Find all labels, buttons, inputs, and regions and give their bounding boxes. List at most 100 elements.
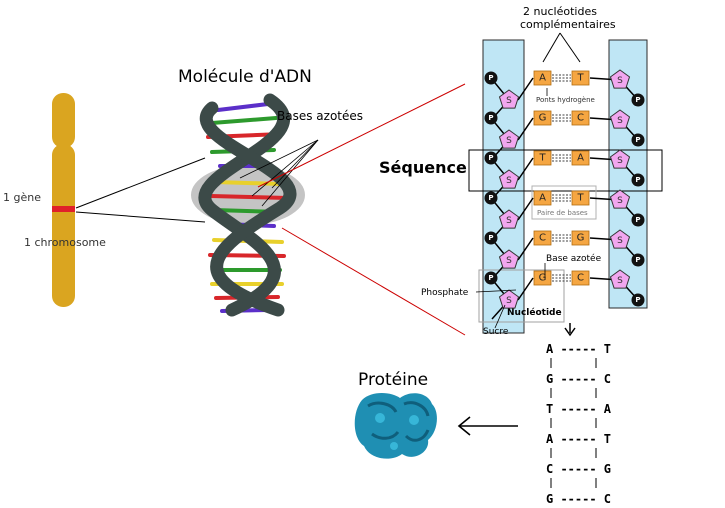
complementary-label-line1: 2 nucléotides [523, 5, 597, 18]
sugar-icon [498, 249, 520, 269]
sugar-letter: S [506, 256, 512, 266]
phosphate-letter: P [488, 274, 493, 282]
base-box [533, 70, 552, 86]
base-letter: A [539, 193, 546, 204]
sugar-icon [498, 209, 520, 229]
base-azotee-label: Base azotée [546, 254, 602, 264]
proteine-label: Protéine [358, 370, 429, 390]
bases-azotees-label: Bases azotées [277, 109, 364, 123]
sugar-icon [498, 169, 520, 189]
base-box [571, 230, 590, 246]
paire-de-bases-label: Paire de bases [537, 209, 588, 217]
bases-pointer-lines [239, 139, 319, 207]
sequence-line: A ----- T [546, 432, 612, 446]
sugar-letter: S [506, 176, 512, 186]
gene-link-line-top [75, 157, 206, 209]
chromosome-label: 1 chromosome [24, 236, 106, 249]
phosphate-label: Phosphate [421, 288, 469, 298]
base-box [533, 190, 552, 206]
gene-link-line-bottom [75, 211, 206, 223]
base-pair-box [531, 185, 597, 220]
sugar-icon [609, 69, 631, 89]
base-box [533, 110, 552, 126]
sequence-line: A ----- T [546, 342, 612, 356]
sugar-icon [609, 269, 631, 289]
base-box [571, 150, 590, 166]
phosphate-letter: P [488, 234, 493, 242]
dna-helix-image [191, 93, 305, 317]
base-box [533, 270, 552, 286]
sequence-box [468, 149, 663, 192]
phosphate-letter: P [635, 176, 640, 184]
sugar-icon [609, 229, 631, 249]
sugar-icon [498, 129, 520, 149]
base-letter: C [577, 273, 584, 284]
phosphate-letter: P [488, 194, 493, 202]
sugar-icon [609, 149, 631, 169]
sequence-line: C ----- G [546, 462, 612, 476]
down-arrow-icon [564, 323, 576, 337]
base-box [571, 110, 590, 126]
sugar-icon [498, 289, 520, 309]
zoom-line-top [257, 83, 466, 188]
phosphate-icon [631, 93, 645, 107]
nucleotide-box [478, 269, 565, 323]
sucre-label: Sucre [483, 327, 509, 337]
sugar-letter: S [506, 296, 512, 306]
phosphate-icon [484, 71, 498, 85]
phosphate-letter: P [635, 136, 640, 144]
chromosome-icon [52, 93, 75, 307]
ponts-hydrogene-label: Ponts hydrogène [536, 96, 595, 104]
sugar-icon [609, 109, 631, 129]
base-box [571, 70, 590, 86]
phosphate-letter: P [635, 216, 640, 224]
phosphate-icon [631, 293, 645, 307]
phosphate-letter: P [635, 296, 640, 304]
base-letter: T [576, 193, 584, 204]
base-letter: A [539, 73, 546, 84]
phosphate-icon [631, 133, 645, 147]
sugar-icon [609, 189, 631, 209]
nucleotide-label: Nucléotide [507, 308, 562, 318]
sugar-letter: S [617, 156, 623, 166]
phosphate-letter: P [488, 154, 493, 162]
phosphate-letter: P [635, 96, 640, 104]
sequence-line: T ----- A [546, 402, 612, 416]
base-letter: C [539, 233, 546, 244]
sugar-letter: S [617, 116, 623, 126]
left-arrow-icon [457, 416, 518, 436]
sugar-letter: S [617, 236, 623, 246]
sugar-letter: S [617, 196, 623, 206]
protein-image [354, 393, 437, 459]
sugar-letter: S [617, 76, 623, 86]
base-letter: G [539, 113, 547, 124]
sequence-line: G ----- C [546, 492, 612, 506]
base-letter: C [577, 113, 584, 124]
phosphate-letter: P [488, 114, 493, 122]
sugar-letter: S [506, 136, 512, 146]
phosphate-icon [484, 111, 498, 125]
complementary-label-line2: complémentaires [520, 18, 616, 31]
phosphate-icon [631, 173, 645, 187]
base-letter: A [577, 153, 584, 164]
sugar-letter: S [506, 216, 512, 226]
base-box [533, 150, 552, 166]
base-letter: G [577, 233, 585, 244]
base-box [571, 190, 590, 206]
zoom-line-bottom [281, 227, 466, 336]
sugar-icon [498, 89, 520, 109]
phosphate-letter: P [488, 74, 493, 82]
base-letter: T [576, 73, 584, 84]
gene-band [52, 206, 75, 212]
base-box [533, 230, 552, 246]
base-box [571, 270, 590, 286]
phosphate-icon [631, 253, 645, 267]
phosphate-icon [484, 231, 498, 245]
phosphate-icon [484, 151, 498, 165]
phosphate-letter: P [635, 256, 640, 264]
base-letter: T [538, 153, 546, 164]
sequence-line: G ----- C [546, 372, 612, 386]
phosphate-icon [484, 191, 498, 205]
sequence-ticks [550, 358, 597, 488]
